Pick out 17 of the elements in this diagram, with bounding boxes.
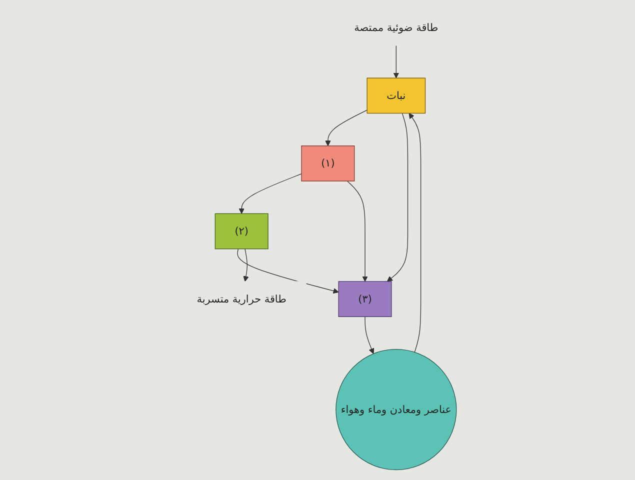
arrow <box>237 248 339 294</box>
arrow <box>325 110 368 146</box>
arrow <box>386 112 408 282</box>
arrow <box>346 180 368 282</box>
node-box <box>301 146 355 182</box>
arrow <box>243 248 249 282</box>
arrow <box>393 45 400 78</box>
node-box <box>366 78 426 114</box>
node-text: طاقة ضوئية ممتصة <box>354 21 438 34</box>
node-box <box>214 213 268 250</box>
arrow <box>408 112 422 352</box>
arrow <box>238 174 302 214</box>
cycle-diagram: طاقة ضوئية ممتصة نبات (١) (٢) (٣) عناصر ومعادن وماء وهواء طاقة حرارية متسربة <box>172 5 463 475</box>
node-circle <box>336 348 457 470</box>
node-text: طاقة حرارية متسربة <box>196 292 286 305</box>
node-box <box>338 281 392 317</box>
arrow <box>364 316 374 354</box>
